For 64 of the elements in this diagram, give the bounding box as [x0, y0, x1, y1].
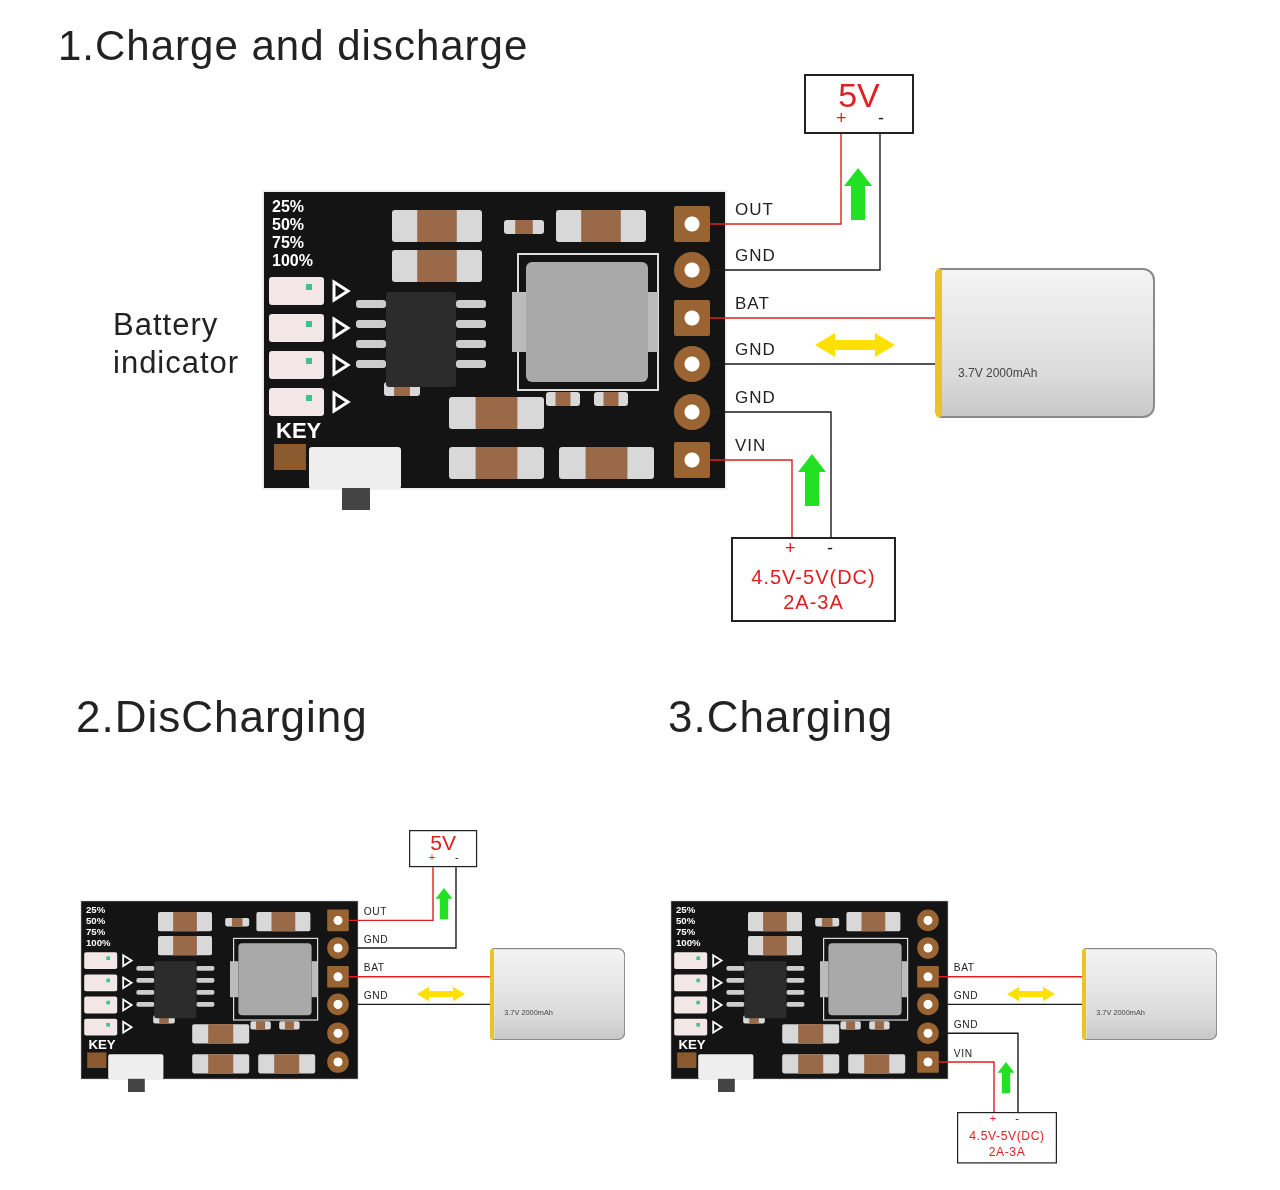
- wire: [709, 317, 936, 319]
- wire: [938, 976, 1083, 978]
- pin-label: BAT: [363, 962, 385, 975]
- silkscreen-label: 100%: [86, 937, 111, 948]
- silkscreen-label: 100%: [676, 937, 701, 948]
- wire: [348, 866, 457, 949]
- wire: [709, 133, 842, 225]
- polarity-sign: -: [454, 851, 459, 865]
- wire: [938, 1061, 995, 1113]
- polarity-sign: +: [989, 1112, 997, 1126]
- wire: [938, 1032, 1019, 1113]
- wire: [709, 459, 793, 538]
- battery-label: 3.7V 2000mAh: [958, 366, 1038, 380]
- battery: [935, 268, 1155, 418]
- pin-pad: [917, 909, 939, 932]
- rating-label: 4.5V-5V(DC) 2A-3A: [968, 1128, 1046, 1160]
- section-heading: 2.DisCharging: [76, 692, 368, 742]
- polarity-sign: -: [827, 538, 833, 559]
- battery: [1082, 948, 1218, 1041]
- section-heading: 3.Charging: [668, 692, 894, 742]
- silkscreen-label: 75%: [86, 926, 106, 938]
- silkscreen-label: 75%: [676, 926, 696, 938]
- pin-pad: [327, 1022, 349, 1044]
- pin-label: BAT: [735, 294, 770, 314]
- pin-label: VIN: [953, 1047, 973, 1060]
- silkscreen-label: 25%: [86, 904, 106, 916]
- indicator-label: Battery indicator: [113, 306, 241, 382]
- silkscreen-label: KEY: [276, 418, 322, 444]
- pin-label: BAT: [953, 962, 975, 975]
- silkscreen-label: KEY: [678, 1036, 706, 1053]
- silkscreen-label: 50%: [676, 915, 696, 927]
- power-input-box: [731, 537, 896, 622]
- wire: [938, 1003, 1083, 1006]
- power-output-box: [804, 74, 914, 134]
- silkscreen-label: 75%: [272, 234, 305, 252]
- pin-label: GND: [953, 990, 979, 1002]
- pin-label: GND: [363, 990, 389, 1002]
- polarity-sign: -: [1015, 1112, 1019, 1126]
- pin-label: GND: [735, 340, 776, 360]
- polarity-sign: -: [878, 108, 884, 129]
- diagram-title: 1.Charge and discharge: [58, 22, 529, 70]
- wire: [348, 866, 434, 922]
- pin-label: VIN: [735, 436, 767, 456]
- silkscreen-label: 50%: [272, 216, 305, 234]
- pin-label: OUT: [363, 906, 388, 918]
- pin-pad: [327, 1051, 349, 1073]
- silkscreen-label: 100%: [272, 252, 313, 270]
- pin-label: GND: [363, 933, 389, 946]
- pin-label: OUT: [735, 200, 774, 220]
- rating-label: 4.5V-5V(DC) 2A-3A: [750, 565, 877, 615]
- pin-label: GND: [735, 388, 776, 408]
- wire: [348, 976, 491, 978]
- polarity-sign: +: [785, 538, 796, 559]
- silkscreen-label: 25%: [676, 904, 696, 916]
- power-output-box: [409, 830, 478, 868]
- silkscreen-label: KEY: [88, 1036, 116, 1053]
- pin-pad: [917, 937, 939, 959]
- pin-label: GND: [735, 246, 776, 266]
- battery: [490, 948, 626, 1041]
- silkscreen-label: 50%: [86, 915, 106, 927]
- wire: [348, 1003, 491, 1006]
- pin-label: GND: [953, 1018, 979, 1031]
- silkscreen-label: 25%: [272, 198, 305, 216]
- power-input-box: [957, 1112, 1057, 1164]
